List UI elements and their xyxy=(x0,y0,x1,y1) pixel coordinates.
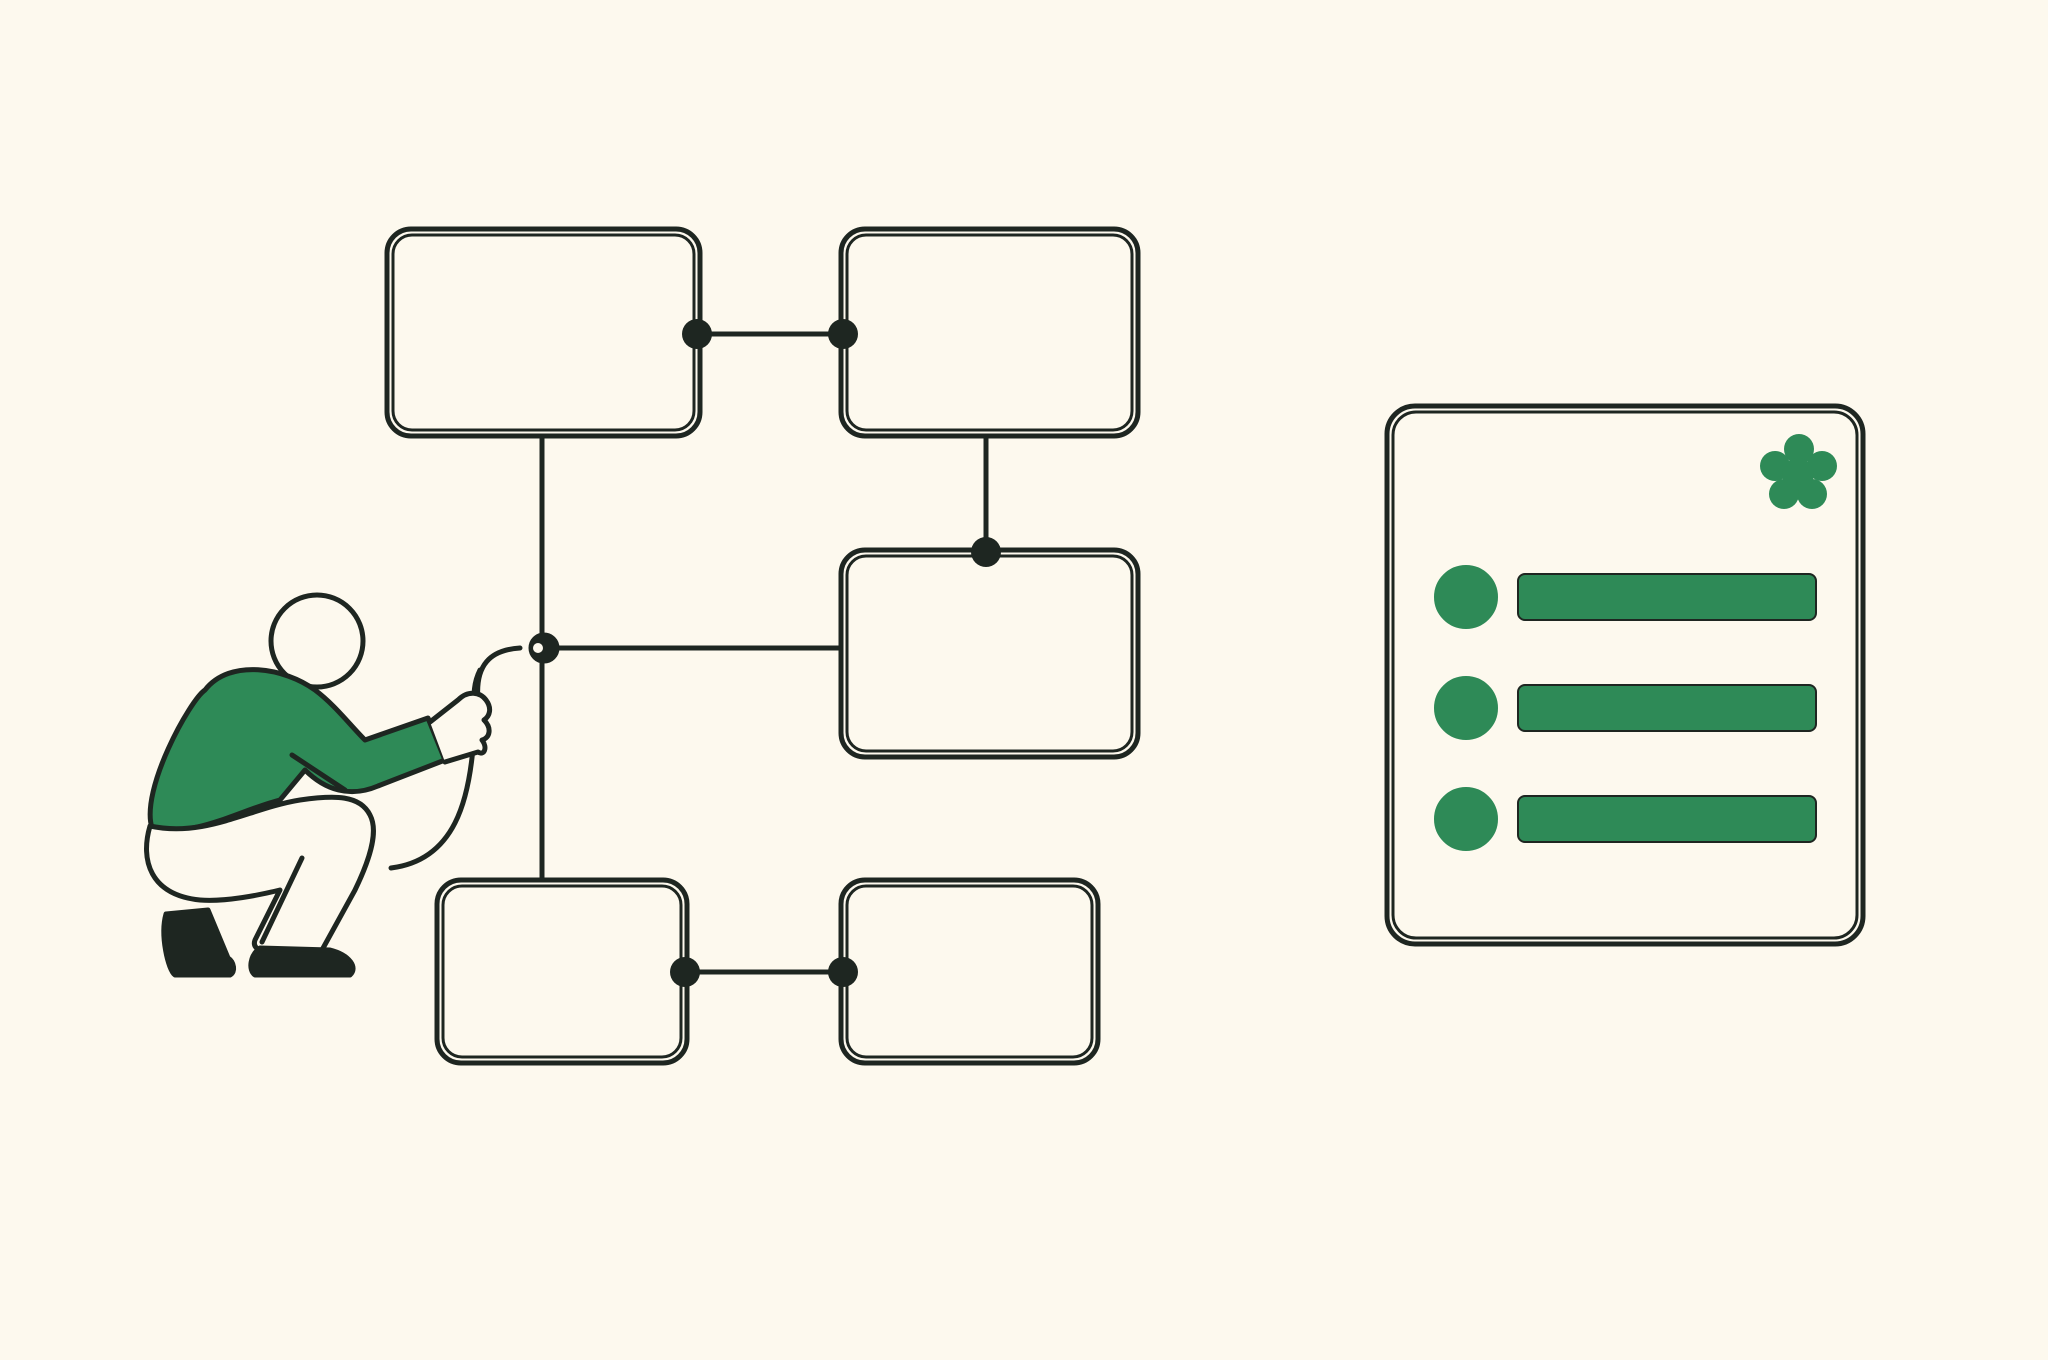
person-shoe xyxy=(161,907,237,978)
diagram-node-5[interactable] xyxy=(838,877,1101,1066)
connector-dot xyxy=(971,537,1001,567)
flower-icon xyxy=(1760,434,1837,509)
connector-dot xyxy=(828,319,858,349)
person-shoe xyxy=(248,945,356,978)
dot-bullet-icon xyxy=(1434,676,1498,740)
list-item-bar xyxy=(1517,573,1817,621)
list-item-bar xyxy=(1517,795,1817,843)
diagram-node-3[interactable] xyxy=(838,547,1141,760)
diagram-node-4[interactable] xyxy=(434,877,690,1066)
list-item-bar xyxy=(1517,684,1817,732)
connector-dot xyxy=(828,957,858,987)
person-head xyxy=(268,592,366,690)
person-trousers xyxy=(144,794,376,955)
cable-plug-dot xyxy=(528,632,560,664)
list-item[interactable] xyxy=(1434,676,1817,740)
connector-dot xyxy=(682,319,712,349)
person-hand xyxy=(427,690,493,765)
connector-dot xyxy=(670,957,700,987)
person-sweater xyxy=(147,667,448,833)
person-figure-icon xyxy=(144,592,560,978)
diagram-node-1[interactable] xyxy=(384,226,703,439)
list-item[interactable] xyxy=(1434,787,1817,851)
list-item[interactable] xyxy=(1434,565,1817,629)
diagram-node-2[interactable] xyxy=(838,226,1141,439)
dot-bullet-icon xyxy=(1434,787,1498,851)
dot-bullet-icon xyxy=(1434,565,1498,629)
